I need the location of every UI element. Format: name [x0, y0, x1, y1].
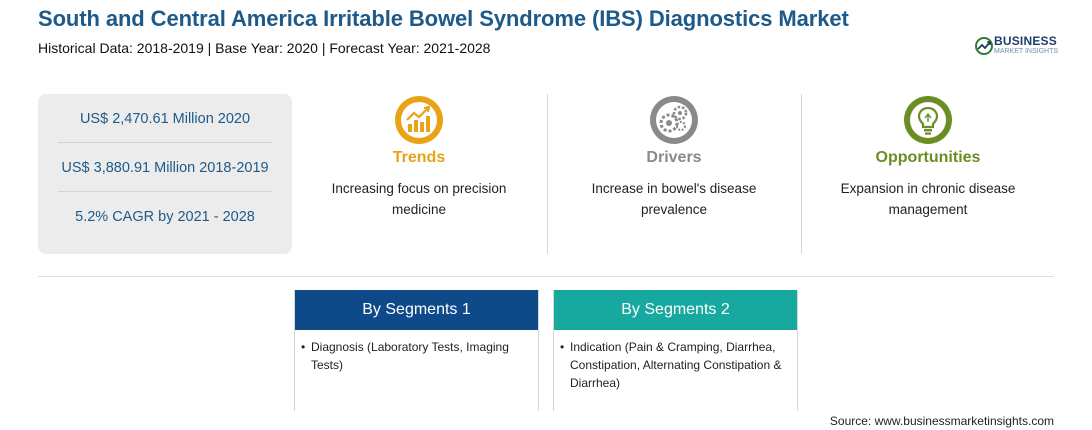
segment-1-header[interactable]: By Segments 1: [295, 290, 538, 330]
key-stats-panel: US$ 2,470.61 Million 2020 US$ 3,880.91 M…: [38, 94, 292, 254]
trends-description: Increasing focus on precision medicine: [331, 181, 507, 217]
segment-2-card: By Segments 2 • Indication (Pain & Cramp…: [553, 290, 798, 411]
stat-historical: US$ 3,880.91 Million 2018-2019: [61, 160, 269, 176]
drivers-title: Drivers: [646, 149, 702, 166]
stat-divider: [58, 142, 272, 143]
opportunities-description: Expansion in chronic disease management: [840, 181, 1016, 217]
segment-1-card: By Segments 1 • Diagnosis (Laboratory Te…: [294, 290, 539, 411]
bullet-icon: •: [301, 340, 306, 354]
segment-2-text: Indication (Pain & Cramping, Diarrhea, C…: [570, 340, 782, 390]
column-divider: [801, 94, 802, 254]
lightbulb-icon: [904, 96, 952, 144]
segment-2-item: • Indication (Pain & Cramping, Diarrhea,…: [554, 330, 797, 392]
opportunities-title: Opportunities: [875, 149, 981, 166]
logo-name: BUSINESS: [994, 34, 1057, 48]
segment-1-item: • Diagnosis (Laboratory Tests, Imaging T…: [295, 330, 538, 374]
logo-tagline: MARKET INSIGHTS: [994, 48, 1059, 55]
trends-title: Trends: [392, 149, 446, 166]
stat-cagr: 5.2% CAGR by 2021 - 2028: [75, 209, 255, 225]
source-note: Source: www.businessmarketinsights.com: [829, 414, 1054, 428]
page-title: South and Central America Irritable Bowe…: [38, 6, 849, 31]
segment-1-text: Diagnosis (Laboratory Tests, Imaging Tes…: [311, 340, 509, 372]
rising-chart-icon: [395, 96, 443, 144]
stat-market-size: US$ 2,470.61 Million 2020: [79, 111, 251, 127]
gears-icon: [650, 96, 698, 144]
logo-globe-icon: [975, 37, 993, 55]
section-divider: [38, 276, 1054, 277]
column-divider: [547, 94, 548, 254]
segment-2-header[interactable]: By Segments 2: [554, 290, 797, 330]
bullet-icon: •: [560, 340, 565, 354]
page-subtitle: Historical Data: 2018-2019 | Base Year: …: [38, 40, 491, 56]
stat-divider: [58, 191, 272, 192]
drivers-description: Increase in bowel's disease prevalence: [591, 181, 757, 217]
company-logo[interactable]: BUSINESS MARKET INSIGHTS: [972, 34, 1062, 60]
